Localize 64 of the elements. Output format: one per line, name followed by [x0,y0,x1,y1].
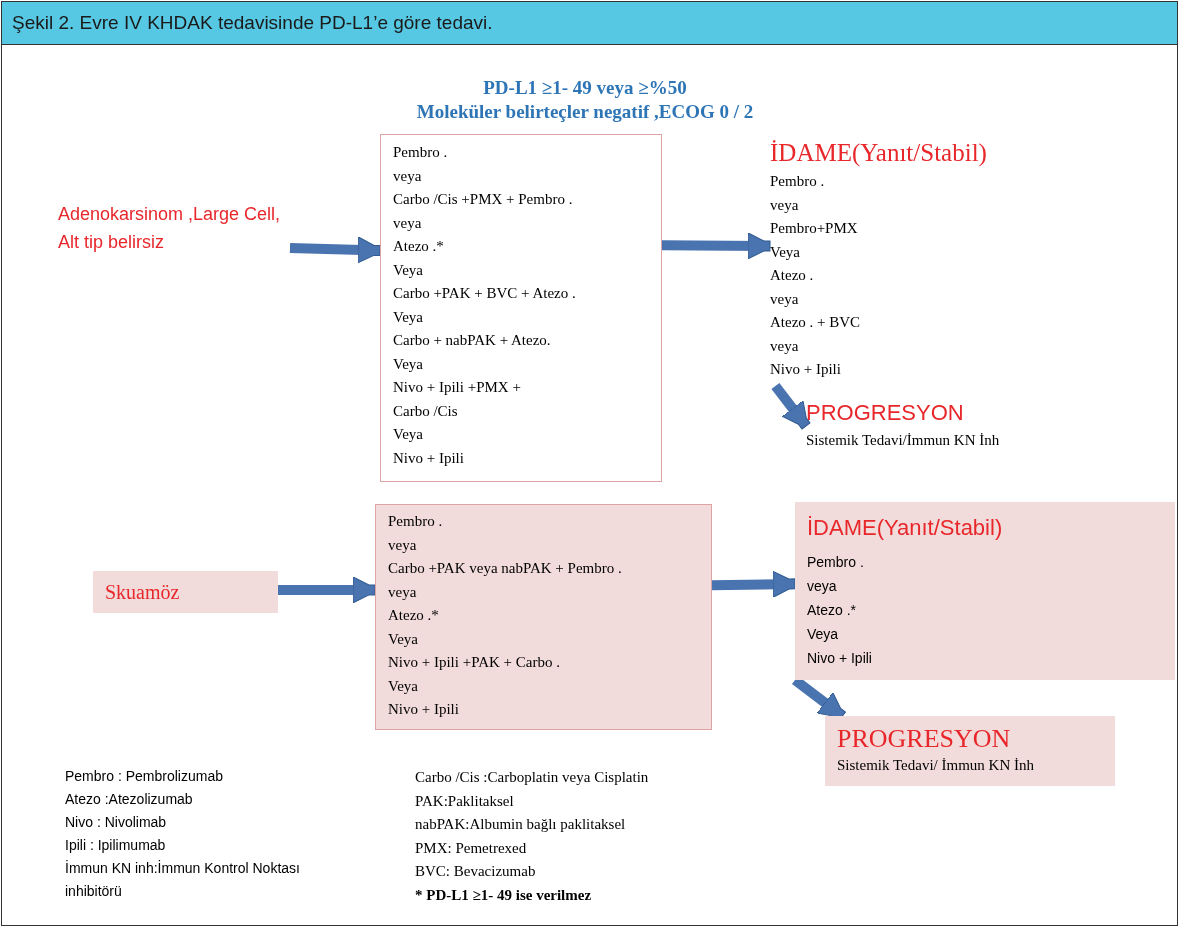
heading-text: Moleküler belirteçler negatif ,ECOG 0 / 2 [415,100,755,124]
treatment-line: Nivo + Ipili [807,649,873,668]
note-text: Atezo :Atezolizumab [65,790,194,809]
treatment-line: veya [393,166,423,186]
note-text: BVC: Bevacizumab [415,862,537,881]
note-text: Carbo /Cis :Carboplatin veya Cisplatin [415,768,650,787]
note-text: PMX: Pemetrexed [415,838,528,858]
treatment-line: Atezo .* [388,606,440,625]
treatment-line: Carbo /Cis [393,401,459,421]
treatment-line: Pembro . [770,172,826,191]
maintenance-heading: İDAME(Yanıt/Stabil) [807,514,1004,542]
treatment-line: veya [770,195,800,215]
treatment-line: Veya [393,307,424,327]
treatment-line: Atezo . + BVC [770,313,862,332]
treatment-line: Pembro . [807,553,865,572]
progression-heading: PROGRESYON [837,724,1012,754]
category-box [93,571,278,613]
treatment-line: Veya [770,242,801,262]
treatment-line: Veya [388,676,419,696]
progression-box [825,716,1115,786]
treatment-line: veya [393,213,423,233]
treatment-line: veya [770,336,800,356]
progression-note: Sistemik Tedavi/İmmun KN İnh [806,431,1001,450]
treatment-line: Pembro . [393,143,449,162]
maintenance-box [795,502,1175,680]
treatment-line: veya [807,577,838,596]
treatment-line: Veya [807,625,840,644]
treatment-line: veya [388,582,418,602]
treatment-line: Carbo +PAK + BVC + Atezo . [393,284,577,303]
treatment-line: Carbo /Cis +PMX + Pembro . [393,190,574,209]
treatment-line: veya [770,289,800,309]
note-text: nabPAK:Albumin bağlı paklitaksel [415,815,627,834]
treatment-line: Nivo + Ipili +PAK + Carbo . [388,653,561,672]
progression-heading: PROGRESYON [806,399,965,427]
treatment-line: Nivo + Ipili [770,360,842,379]
note-text: Ipili : Ipilimumab [65,836,167,855]
treatment-line: Atezo .* [807,601,858,620]
treatment-box [380,134,662,482]
note-text: Nivo : Nivolimab [65,813,168,832]
treatment-line: Carbo + nabPAK + Atezo. [393,331,552,350]
maintenance-heading: İDAME(Yanıt/Stabil) [770,138,988,169]
note-text: PAK:Paklitaksel [415,791,515,811]
note-text: * PD-L1 ≥1- 49 ise verilmez [415,885,593,905]
heading-text: PD-L1 ≥1- 49 veya ≥%50 [482,76,688,100]
treatment-line: Veya [393,260,424,280]
treatment-line: veya [388,535,418,555]
progression-note: Sistemik Tedavi/ İmmun KN İnh [837,756,1035,775]
treatment-line: Atezo .* [393,237,445,256]
category-label: Adenokarsinom ,Large Cell, Alt tip belirsiz [58,203,282,254]
treatment-box [375,504,712,730]
treatment-line: Nivo + Ipili +PMX + [393,378,522,397]
figure-title: Şekil 2. Evre IV KHDAK tedavisinde PD-L1’e göre tedavi. [12,10,493,35]
treatment-line: Veya [393,425,424,444]
treatment-line: Nivo + Ipili [388,700,460,719]
treatment-line: Atezo . [770,266,815,285]
treatment-line: Carbo +PAK veya nabPAK + Pembro . [388,559,623,578]
treatment-line: Veya [393,354,424,374]
treatment-line: Nivo + Ipili [393,448,465,468]
category-label: Skuamöz [105,580,181,605]
treatment-line: Pembro+PMX [770,219,859,238]
note-text: İmmun KN inh:İmmun Kontrol Noktası inhibitörü [65,859,301,901]
treatment-line: Pembro . [388,512,444,531]
treatment-line: Veya [388,629,419,649]
note-text: Pembro : Pembrolizumab [65,767,224,786]
